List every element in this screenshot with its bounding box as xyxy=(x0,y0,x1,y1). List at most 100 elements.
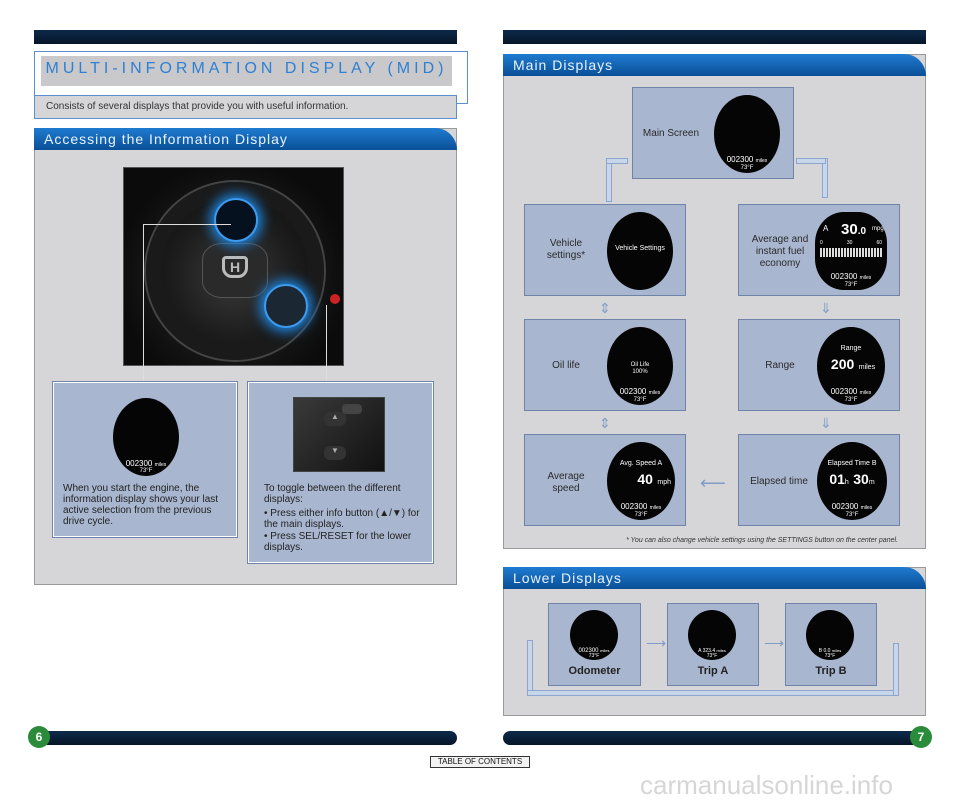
connector-line-left-v xyxy=(143,224,144,382)
range-value: 200 xyxy=(830,356,855,372)
oil-life-label: Oil life xyxy=(552,360,580,371)
fuel-decimal: .0 xyxy=(857,226,867,237)
trip-b-value: 0.0 xyxy=(823,648,831,654)
scale-30: 30 xyxy=(846,240,853,246)
arrow-left-icon: ⟵ xyxy=(700,473,726,493)
odo-value: 002300 xyxy=(831,502,859,511)
temp: 73°F xyxy=(633,397,647,403)
accessing-title: Accessing the Information Display xyxy=(44,131,288,147)
range-display: Range 200 miles 002300 miles 73°F xyxy=(817,327,885,405)
odo-unit: miles xyxy=(154,462,167,468)
right-top-bar xyxy=(503,30,926,44)
trip-a-prefix: A xyxy=(698,648,702,654)
vehicle-settings-display: Vehicle Settings xyxy=(607,212,673,290)
lower-flow-line-right xyxy=(893,643,899,696)
left-footer-bar xyxy=(34,731,457,745)
odo-unit: miles xyxy=(859,275,872,281)
table-of-contents-button[interactable]: TABLE OF CONTENTS xyxy=(430,756,530,768)
temp: 73°F xyxy=(740,165,754,171)
lower-flow-line xyxy=(527,640,533,696)
odo-unit: miles xyxy=(860,505,873,511)
page-number-right: 7 xyxy=(910,726,932,748)
subtitle: Consists of several displays that provid… xyxy=(46,101,349,112)
trip-a-value: 323.4 xyxy=(702,648,716,654)
speed-value: 40 xyxy=(637,471,653,487)
fuel-bar-graph xyxy=(820,248,882,257)
button-closeup-photo: ▲ ▼ xyxy=(293,397,385,472)
watermark: carmanualsonline.info xyxy=(640,770,893,800)
range-unit: miles xyxy=(858,364,876,371)
flow-line-left xyxy=(606,158,612,202)
red-button-icon xyxy=(330,294,340,304)
main-displays-header: Main Displays xyxy=(503,54,926,76)
toggle-intro: To toggle between the different displays… xyxy=(264,483,401,505)
temp: 73°F xyxy=(139,468,153,474)
trip-b-display: B 0.0 miles 73°F xyxy=(806,610,854,660)
screen-text: Vehicle Settings xyxy=(615,245,665,252)
elapsed-title: Elapsed Time B xyxy=(827,460,877,467)
odo-value: 002300 xyxy=(726,155,754,164)
title-box xyxy=(40,55,453,87)
odometer-label: Odometer xyxy=(568,665,621,677)
steering-wheel-photo: H xyxy=(123,167,344,366)
wheel-hub xyxy=(202,243,268,298)
range-label: Range xyxy=(765,360,795,371)
page-number-left: 6 xyxy=(28,726,50,748)
down-button-icon: ▼ xyxy=(324,446,346,460)
accessing-header: Accessing the Information Display xyxy=(34,128,457,150)
average-speed-display: Avg. Speed A 40 mph 002300 miles 73°F xyxy=(607,442,675,520)
vehicle-settings-label: Vehicle settings* xyxy=(546,238,586,261)
odo-value: 002300 xyxy=(619,387,647,396)
main-screen-label: Main Screen xyxy=(642,128,700,139)
footnote: * You can also change vehicle settings u… xyxy=(626,537,898,544)
arrow-up-icon: ⇕ xyxy=(599,300,611,316)
speed-unit: mph xyxy=(657,479,671,486)
trip-a-display: A 323.4 miles 73°F xyxy=(688,610,736,660)
right-footer-bar xyxy=(503,731,926,745)
arrow-right-icon: ⟶ xyxy=(646,635,667,651)
odometer-display: 002300 miles 73°F xyxy=(570,610,618,660)
arrow-up-icon: ⇕ xyxy=(599,415,611,431)
fuel-value: 30 xyxy=(841,221,858,238)
flow-line-right-h xyxy=(796,158,826,164)
fuel-economy-label: Average and instant fuel economy xyxy=(751,234,809,269)
oil-title: Oil Life xyxy=(630,362,650,368)
temp: 73°F xyxy=(845,512,859,518)
odo-unit: miles xyxy=(600,648,610,653)
trip-a-unit: miles xyxy=(716,648,726,653)
odo-unit: miles xyxy=(755,158,768,164)
fuel-mode: A xyxy=(823,224,829,233)
trip-a-label: Trip A xyxy=(697,665,729,677)
page-title: MULTI-INFORMATION DISPLAY (MID) xyxy=(45,60,448,77)
button-highlight xyxy=(264,284,308,328)
connector-line-right xyxy=(326,305,327,382)
elapsed-time-display: Elapsed Time B 01h 30m 002300 miles 73°F xyxy=(817,442,887,520)
arrow-down-icon: ⇓ xyxy=(820,415,832,431)
toggle-bullet-2: • Press SEL/RESET for the lower displays… xyxy=(264,531,412,553)
elapsed-minutes: 30 xyxy=(853,471,869,487)
odo-value: 002300 xyxy=(125,459,153,468)
main-displays-title: Main Displays xyxy=(513,57,614,73)
odo-value: 002300 xyxy=(830,387,858,396)
trip-b-prefix: B xyxy=(818,648,823,654)
mid-screen-start: 002300 miles 73°F xyxy=(113,398,179,476)
toggle-bullet-1: • Press either info button (▲/▼) for the… xyxy=(264,508,420,530)
elapsed-h: h xyxy=(844,479,849,486)
trip-b-label: Trip B xyxy=(815,665,847,677)
elapsed-time-label: Elapsed time xyxy=(750,476,808,487)
elapsed-hours: 01 xyxy=(829,471,845,487)
start-info-text: When you start the engine, the informati… xyxy=(63,483,219,527)
oil-value: 100% xyxy=(632,369,648,375)
trip-b-unit: miles xyxy=(831,648,842,653)
sel-reset-button-icon xyxy=(342,404,362,414)
lower-displays-title: Lower Displays xyxy=(513,570,622,586)
connector-line-left xyxy=(143,224,231,225)
lower-displays-header: Lower Displays xyxy=(503,567,926,589)
info-display-highlight xyxy=(214,198,258,242)
flow-line-right xyxy=(822,158,828,198)
temp: 73°F xyxy=(588,653,600,659)
elapsed-m: m xyxy=(868,479,875,486)
oil-life-display: Oil Life 100% 002300 miles 73°F xyxy=(607,327,673,405)
odo-unit: miles xyxy=(859,390,872,396)
odo-value: 002300 xyxy=(830,272,858,281)
